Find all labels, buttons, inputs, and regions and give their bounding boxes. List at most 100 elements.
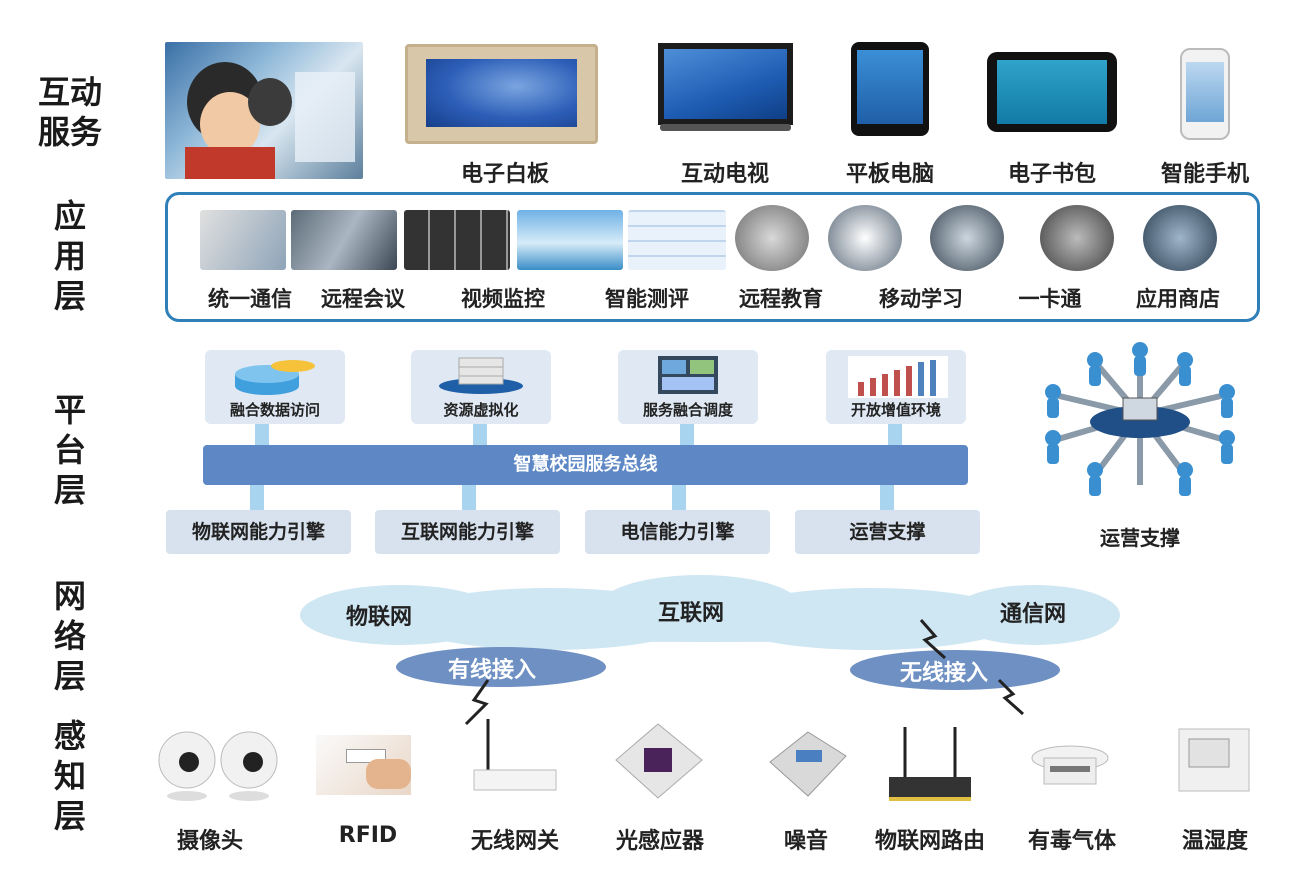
toxic-gas-sensor-image [1031, 745, 1109, 785]
app-store-icon [1143, 205, 1217, 271]
device-label-tv: 互动电视 [680, 162, 769, 187]
students-photo [165, 42, 363, 179]
wireless-access-cloud [850, 650, 1060, 690]
remote-meeting-icon [291, 210, 397, 270]
platform-service-data-access: 融合数据访问 [205, 350, 345, 424]
application-layer-panel [165, 192, 1260, 322]
layer-label-line: 感 [53, 717, 86, 755]
network-label-telecom: 通信网 [1000, 602, 1067, 627]
device-label-smartphone: 智能手机 [1160, 162, 1249, 187]
layer-label-line: 互动 [37, 73, 102, 111]
layer-label-interactive: 互动 服务 [30, 72, 110, 152]
wired-access-cloud [396, 647, 606, 687]
app-label-smart-assessment: 智能测评 [605, 287, 689, 311]
app-label-app-store: 应用商店 [1136, 287, 1220, 311]
one-card-icon [1040, 205, 1114, 271]
tv-image [658, 43, 793, 125]
network-label-iot: 物联网 [346, 605, 413, 630]
video-surveillance-icon [404, 210, 510, 270]
device-label-whiteboard: 电子白板 [460, 162, 549, 187]
ebook-bag-image [987, 52, 1117, 132]
connector-top-4 [888, 422, 902, 446]
smartphone-screen [1186, 62, 1224, 122]
card-swipe-icon [930, 205, 1004, 271]
connector-bottom-1 [250, 484, 264, 511]
lightning-icon [997, 678, 1024, 716]
lightning-icon [919, 619, 947, 660]
platform-service-virtualization: 资源虚拟化 [411, 350, 551, 424]
engine-internet: 互联网能力引擎 [375, 510, 560, 554]
connector-top-3 [680, 422, 694, 446]
mobile-learning-icon [828, 205, 902, 271]
noise-sensor-image [769, 731, 847, 797]
platform-service-value-added: 开放增值环境 [826, 350, 966, 424]
engine-iot: 物联网能力引擎 [166, 510, 351, 554]
layer-label-line: 平 [53, 391, 86, 429]
students-illustration [185, 62, 355, 179]
light-sensor-image [615, 723, 703, 799]
rfid-hand [366, 759, 411, 789]
platform-service-label: 开放增值环境 [850, 401, 941, 419]
sensor-label-iot-router: 物联网路由 [874, 829, 985, 854]
layer-label-line: 层 [53, 657, 86, 695]
server-stack-icon [439, 357, 523, 394]
sensor-label-temp-humidity: 温湿度 [1181, 829, 1248, 854]
cloud-blob [320, 610, 1100, 642]
layer-label-line: 应 [53, 197, 86, 235]
device-label-ebook-bag: 电子书包 [1007, 162, 1096, 187]
sensor-label-wireless-gateway: 无线网关 [470, 829, 559, 854]
ebook-bag-screen [997, 60, 1107, 124]
lightning-icon [464, 679, 490, 726]
tablet-screen [857, 50, 923, 124]
layer-label-network: 网 络 层 [30, 576, 110, 696]
platform-service-label: 服务融合调度 [642, 401, 733, 419]
connector-bottom-3 [672, 484, 686, 511]
connector-bottom-2 [462, 484, 476, 511]
layer-label-line: 层 [53, 471, 86, 509]
platform-service-label: 资源虚拟化 [443, 401, 519, 419]
sensor-label-light-sensor: 光感应器 [615, 829, 704, 854]
connector-top-1 [255, 422, 269, 446]
app-label-video-surveillance: 视频监控 [461, 287, 545, 311]
tablet-image [851, 42, 929, 136]
remote-education-icon [735, 205, 809, 271]
smartphone-image [1180, 48, 1230, 140]
layer-label-line: 层 [53, 277, 86, 315]
whiteboard-image [405, 44, 598, 144]
connector-top-2 [473, 422, 487, 446]
sensor-label-camera: 摄像头 [176, 829, 243, 854]
layer-label-line: 台 [53, 431, 86, 469]
ops-support-label: 运营支撑 [1100, 526, 1180, 550]
app-label-remote-education: 远程教育 [739, 287, 823, 311]
database-icon [235, 360, 315, 395]
rfid-image [316, 735, 411, 795]
smart-campus-service-bus: 智慧校园服务总线 [203, 445, 968, 485]
platform-service-scheduling: 服务融合调度 [618, 350, 758, 424]
layer-label-line: 服务 [37, 113, 102, 151]
temp-humidity-sensor-image [1178, 728, 1250, 792]
dashboard-icon [658, 356, 718, 394]
wireless-gateway-image [473, 719, 557, 791]
app-label-mobile-learning: 移动学习 [879, 287, 963, 311]
camera-image [158, 731, 278, 801]
whiteboard-screen [426, 59, 577, 127]
engine-telecom: 电信能力引擎 [585, 510, 770, 554]
layer-label-line: 络 [53, 617, 86, 655]
layer-label-platform: 平 台 层 [30, 390, 110, 510]
app-label-one-card: 一卡通 [1018, 287, 1082, 311]
wireless-access-label: 无线接入 [900, 661, 989, 686]
layer-label-line: 用 [53, 237, 86, 275]
tv-stand [660, 124, 791, 131]
wired-access-label: 有线接入 [448, 658, 537, 683]
sensor-label-toxic-gas: 有毒气体 [1027, 829, 1116, 854]
unified-comm-icon [200, 210, 286, 270]
sensor-label-noise: 噪音 [783, 829, 828, 854]
platform-service-label: 融合数据访问 [229, 401, 320, 419]
device-label-tablet: 平板电脑 [845, 162, 934, 187]
layer-label-line: 网 [53, 577, 86, 615]
weather-grid-icon [628, 210, 726, 270]
layer-label-line: 知 [53, 757, 86, 795]
layer-label-application: 应 用 层 [30, 196, 110, 316]
layer-label-sensing: 感 知 层 [30, 716, 110, 836]
connector-bottom-4 [880, 484, 894, 511]
